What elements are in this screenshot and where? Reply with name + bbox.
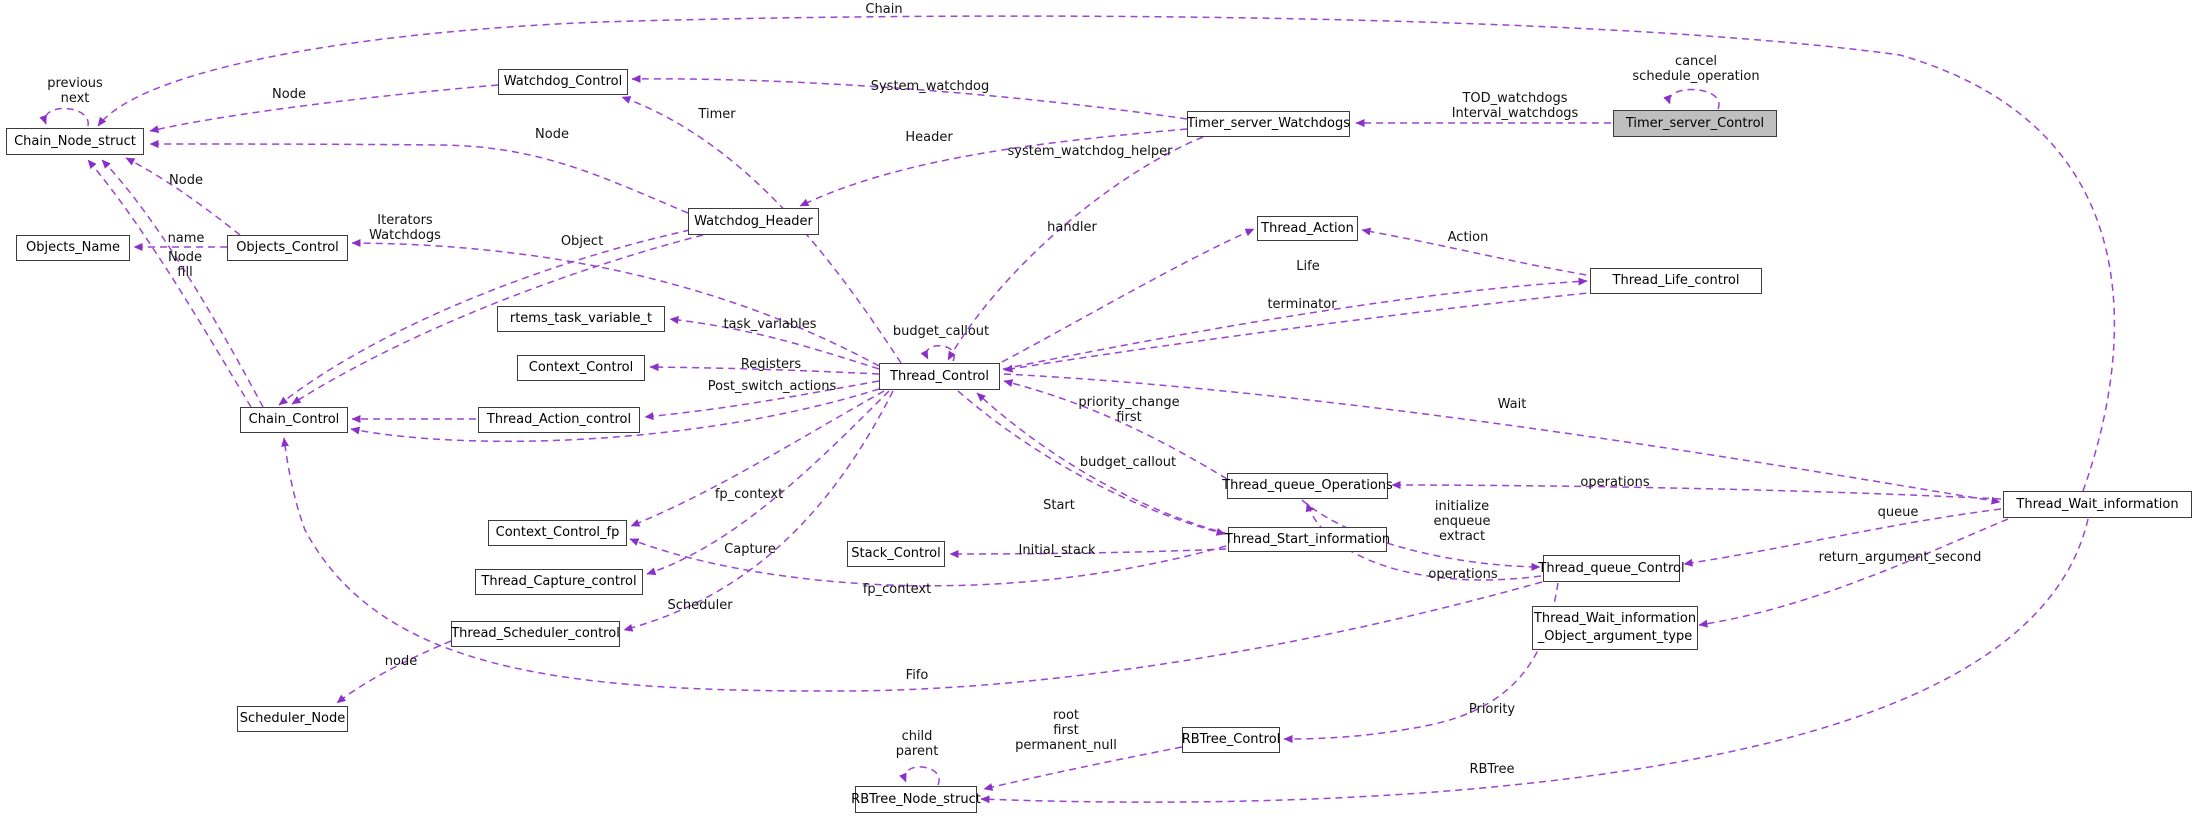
node-label: RBTree_Node_struct — [851, 791, 981, 807]
edge-objects-control-node — [125, 157, 241, 236]
node-thread-action[interactable]: Thread_Action — [1257, 216, 1358, 241]
node-objects-name[interactable]: Objects_Name — [16, 235, 130, 261]
edge-tsi-initial-stack — [949, 548, 1227, 558]
node-thread-start-information[interactable]: Thread_Start_information — [1224, 527, 1391, 552]
node-thread-scheduler-control[interactable]: Thread_Scheduler_control — [451, 621, 620, 647]
node-label: Thread_Scheduler_control — [451, 626, 620, 642]
edge-tc-registers — [649, 363, 880, 375]
node-scheduler-node[interactable]: Scheduler_Node — [237, 706, 348, 732]
edge-tsc-self-loop — [1663, 88, 1720, 110]
node-rtems-task-variable-t[interactable]: rtems_task_variable_t — [497, 306, 665, 332]
node-stack-control[interactable]: Stack_Control — [847, 541, 945, 567]
node-label: _Object_argument_type — [1537, 629, 1693, 644]
edge-tc-key-chain — [350, 388, 880, 443]
edge-tc-object — [351, 239, 880, 367]
edge-watchdog-control-node — [149, 84, 499, 134]
node-label: Objects_Control — [236, 240, 339, 256]
node-label: Watchdog_Control — [503, 74, 623, 90]
node-label: Thread_queue_Control — [1538, 560, 1685, 576]
edge-tc-post-switch-actions — [644, 380, 880, 421]
node-label: Stack_Control — [851, 546, 941, 562]
node-thread-wait-information[interactable]: Thread_Wait_information — [2003, 491, 2192, 518]
node-thread-life-control[interactable]: Thread_Life_control — [1590, 268, 1762, 294]
edge-tc-capture — [646, 390, 890, 576]
edge-chain-control-node — [101, 159, 264, 408]
edge-tsw-header — [799, 128, 1188, 207]
node-thread-action-control[interactable]: Thread_Action_control — [478, 407, 640, 433]
edge-tqc-fifo — [281, 437, 1543, 692]
node-label: Timer_server_Control — [1625, 115, 1765, 131]
edge-chain-control-fill — [87, 159, 252, 408]
edge-tsw-system-watchdog-helper — [947, 136, 1204, 361]
node-chain-node-struct[interactable]: Chain_Node_struct — [6, 128, 144, 155]
node-label: Chain_Node_struct — [14, 133, 136, 149]
edge-tc-life — [1002, 277, 1588, 370]
edge-tc-scheduler — [623, 390, 894, 632]
node-label: Thread_Life_control — [1612, 273, 1740, 289]
node-label: Context_Control_fp — [495, 525, 620, 541]
node-label: Thread_Action_control — [486, 412, 632, 428]
node-objects-control[interactable]: Objects_Control — [227, 235, 348, 261]
node-timer-server-watchdogs[interactable]: Timer_server_Watchdogs — [1187, 111, 1350, 137]
node-label: RBTree_Control — [1181, 732, 1281, 748]
edge-tc-start — [957, 390, 1226, 536]
node-thread-capture-control[interactable]: Thread_Capture_control — [475, 569, 643, 595]
edge-group — [39, 15, 2116, 804]
edge-tc-timer — [621, 96, 902, 364]
node-watchdog-header[interactable]: Watchdog_Header — [688, 208, 819, 235]
edge-tc-handler — [1001, 228, 1255, 363]
edge-tlc-terminator — [1003, 291, 1599, 373]
edge-tc-task-variables — [669, 316, 880, 370]
edge-tsw-system-watchdog — [631, 74, 1188, 120]
edge-tsi-budget-callout — [976, 392, 1229, 535]
edge-tc-wait — [1003, 373, 2001, 505]
node-label: Thread_Control — [890, 368, 989, 384]
node-label: Thread_Wait_information — [2016, 496, 2179, 512]
node-label: Scheduler_Node — [239, 711, 346, 727]
node-label: Thread_Action — [1261, 220, 1354, 236]
edge-tlc-action — [1361, 227, 1599, 278]
node-thread-queue-operations[interactable]: Thread_queue_Operations — [1222, 473, 1393, 499]
node-label: Thread_Wait_information — [1533, 611, 1697, 627]
node-label: Objects_Name — [26, 240, 120, 256]
node-context-control[interactable]: Context_Control — [517, 355, 645, 381]
edge-chain-node-self-loop — [39, 107, 89, 127]
edge-tsi-fp-context — [629, 538, 1227, 587]
node-timer-server-control[interactable]: Timer_server_Control — [1613, 110, 1777, 137]
edge-tqc-operations — [1305, 502, 1542, 581]
node-label: Thread_Start_information — [1224, 531, 1391, 547]
node-thread-control[interactable]: Thread_Control — [879, 363, 1000, 390]
node-chain-control[interactable]: Chain_Control — [240, 407, 348, 433]
edge-tc-self-loop-budget — [920, 345, 955, 362]
edge-tc-fp-context — [630, 390, 885, 527]
node-watchdog-control[interactable]: Watchdog_Control — [498, 69, 628, 95]
node-rbtree-control[interactable]: RBTree_Control — [1182, 727, 1280, 753]
edge-twi-queue — [1683, 508, 2002, 567]
edge-watchdog-header-node — [149, 140, 689, 214]
edge-rbns-self-loop — [899, 766, 940, 786]
node-context-control-fp[interactable]: Context_Control_fp — [488, 520, 627, 546]
node-rbtree-node-struct[interactable]: RBTree_Node_struct — [851, 786, 981, 813]
edge-wh-iterators — [291, 234, 704, 405]
edge-tqc-priority — [1283, 582, 1559, 743]
edge-twi-rbtree — [980, 518, 2089, 804]
edge-rbc-root-first-permanent-null — [983, 746, 1183, 791]
node-label: Thread_queue_Operations — [1222, 478, 1393, 494]
edge-wh-watchdogs — [278, 229, 691, 406]
edge-tqo-initialize-enqueue-extract — [1301, 499, 1541, 571]
edge-twi-operations — [1391, 481, 2002, 500]
node-label: Thread_Capture_control — [481, 574, 637, 590]
node-label: rtems_task_variable_t — [509, 311, 653, 327]
node-label: Timer_server_Watchdogs — [1187, 116, 1351, 132]
edge-tqo-priority-change-first — [1003, 379, 1228, 480]
node-label: Context_Control — [528, 360, 634, 376]
edge-twi-return-argument-second — [1698, 518, 2009, 628]
node-label: Chain_Control — [248, 412, 340, 428]
edge-wait-info-chain — [97, 15, 2116, 492]
node-thread-wait-information-object-argument-type[interactable]: Thread_Wait_information _Object_argument_… — [1532, 606, 1698, 650]
edge-tsc2-node — [336, 640, 452, 704]
node-thread-queue-control[interactable]: Thread_queue_Control — [1538, 555, 1685, 582]
node-label: Watchdog_Header — [694, 213, 813, 229]
